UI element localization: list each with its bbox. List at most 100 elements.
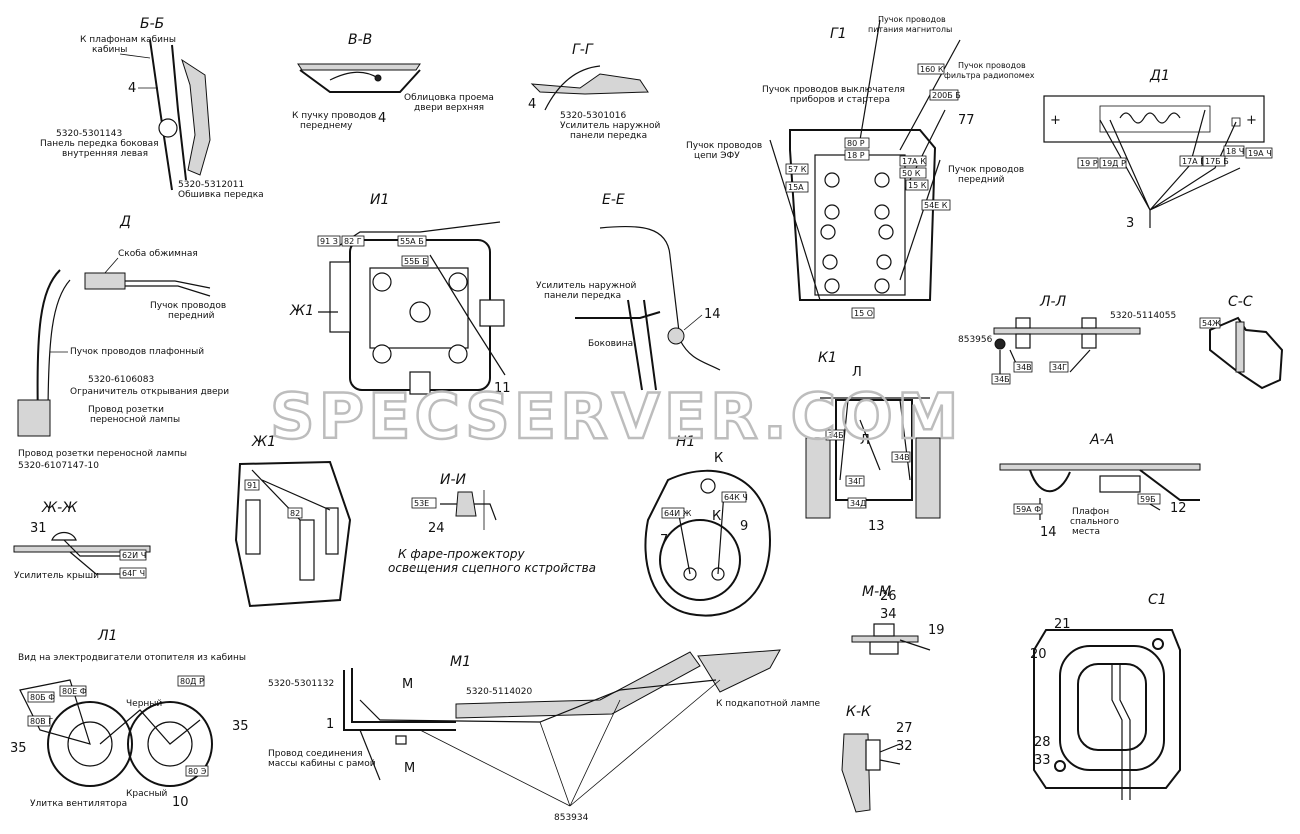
section-bb-note-2: 5320-5301143 [56,129,122,139]
tag: 19 Р [1080,159,1098,168]
wires [677,491,725,575]
lamp-left [805,437,831,519]
wires [879,743,901,765]
section-k1-title: К1 [818,350,837,366]
tag-box [921,199,951,211]
ground-wire [359,729,381,781]
d-note-5: Ограничитель открывания двери [70,387,229,397]
tag-box [899,167,927,179]
tag-box [899,155,927,167]
callout-9: 9 [740,519,748,534]
ee-note-1: Усилитель наружной [536,281,637,291]
ll-part: 5320-5114055 [1110,311,1176,321]
callout-21: 21 [1054,617,1071,632]
outline [234,460,352,608]
tag-box [785,181,809,193]
callout-24: 24 [428,521,445,536]
d-note-7: Провод розетки переносной лампы [18,449,187,459]
tag: 82 Г [344,237,362,246]
d-note-1: Скоба обжимная [118,249,198,259]
section-m1-title: М1 [450,654,471,670]
tag: 54Е К [924,201,948,210]
callout-34: 34 [880,607,897,622]
door-seal [17,399,51,437]
lamp-outline [644,469,772,617]
cut-l: Л [860,433,870,448]
lamp-housing [1029,469,1200,501]
section-aa-title: А-А [1089,432,1114,448]
tag-box [1013,361,1033,373]
wire [429,254,506,376]
callout-14: 14 [1040,525,1057,540]
lamp-wires [1111,664,1131,800]
wire [125,280,211,289]
plate [1235,321,1245,373]
tag-box [1077,157,1099,169]
tag: 19А Ч [1248,149,1272,158]
section-zhzh: Ж-Ж 31 Усилитель крыши 62И Ч 64Г Ч [13,500,151,581]
tag-box [119,549,147,561]
tag: 54Ж [1202,319,1221,328]
callout-35-right: 35 [232,719,249,734]
section-cc-title: С-С [1228,294,1253,310]
section-bb-note-5: Обшивка передка [178,190,264,200]
wire-bundle [667,327,685,345]
section-ii: И-И 53Е 24 К фаре-прожектору освещения с… [388,472,596,575]
fitting [325,507,339,555]
section-gg-note-2: Усилитель наружной [560,121,661,131]
nut [873,623,895,637]
section-zhzh-title: Ж-Ж [41,500,78,516]
plate [851,635,919,643]
screw [824,204,840,220]
tag-box [59,685,87,697]
screw [820,224,836,240]
section-d1: Д1 + + 3 19 Р 19Д Р 17А Б 17Б Б 18 Ч 19А… [1043,68,1273,231]
tag-box [891,451,911,463]
section-l1-title: Л1 [97,628,117,644]
tag: 80 Р [847,139,865,148]
tag: 62И Ч [122,551,146,560]
fitting [409,371,431,395]
tag: 59Б [1140,495,1156,504]
tag: 34Г [1052,363,1067,372]
fan-motor-left [47,701,133,787]
m1-note-5: 853934 [554,813,589,823]
wiring [99,709,201,745]
section-bb: Б-Б К плафонам кабины кабины 4 5320-5301… [40,16,264,200]
wire [859,19,881,141]
screw [700,478,716,494]
section-c1-title: С1 [1148,592,1167,608]
tag-box [185,765,209,777]
tag-box [397,235,427,247]
lamp-frame [1033,629,1181,789]
tag-box [401,255,429,267]
g1-note-3: Пучок проводов выключателя [762,85,905,95]
tag: 64И Ж [664,509,692,518]
tag: 64Г Ч [122,569,145,578]
leader-lines [419,679,721,807]
ll-note-1: 853956 [958,335,993,345]
tag: 55А Б [400,237,424,246]
screw [876,254,892,270]
section-n1-title: Н1 [676,434,695,450]
screw [874,278,890,294]
hatched-seal [841,733,871,813]
g1-tags: 160 К 200Б Б 80 Р 18 Р 57 К 15А 17А К 50… [785,63,961,319]
tag: 80Д Р [180,677,204,686]
mount-hole [1054,760,1066,772]
screw [874,204,890,220]
nut [1081,317,1097,329]
callout-4: 4 [128,81,136,96]
tag-box [1245,147,1273,159]
section-gg: Г-Г 4 5320-5301016 Усилитель наружной па… [528,42,661,141]
section-ll-title: Л-Л [1039,294,1067,310]
bolt [395,735,407,745]
callout-27: 27 [896,721,913,736]
d-note-2: Пучок проводов [150,301,226,311]
tag-box [905,179,929,191]
g1-note-4: Пучок проводов [686,141,762,151]
seal-profile [36,269,61,421]
callout-3: 3 [1126,216,1134,231]
tag: 91 [247,481,257,490]
section-g1-title: Г1 [830,26,847,42]
